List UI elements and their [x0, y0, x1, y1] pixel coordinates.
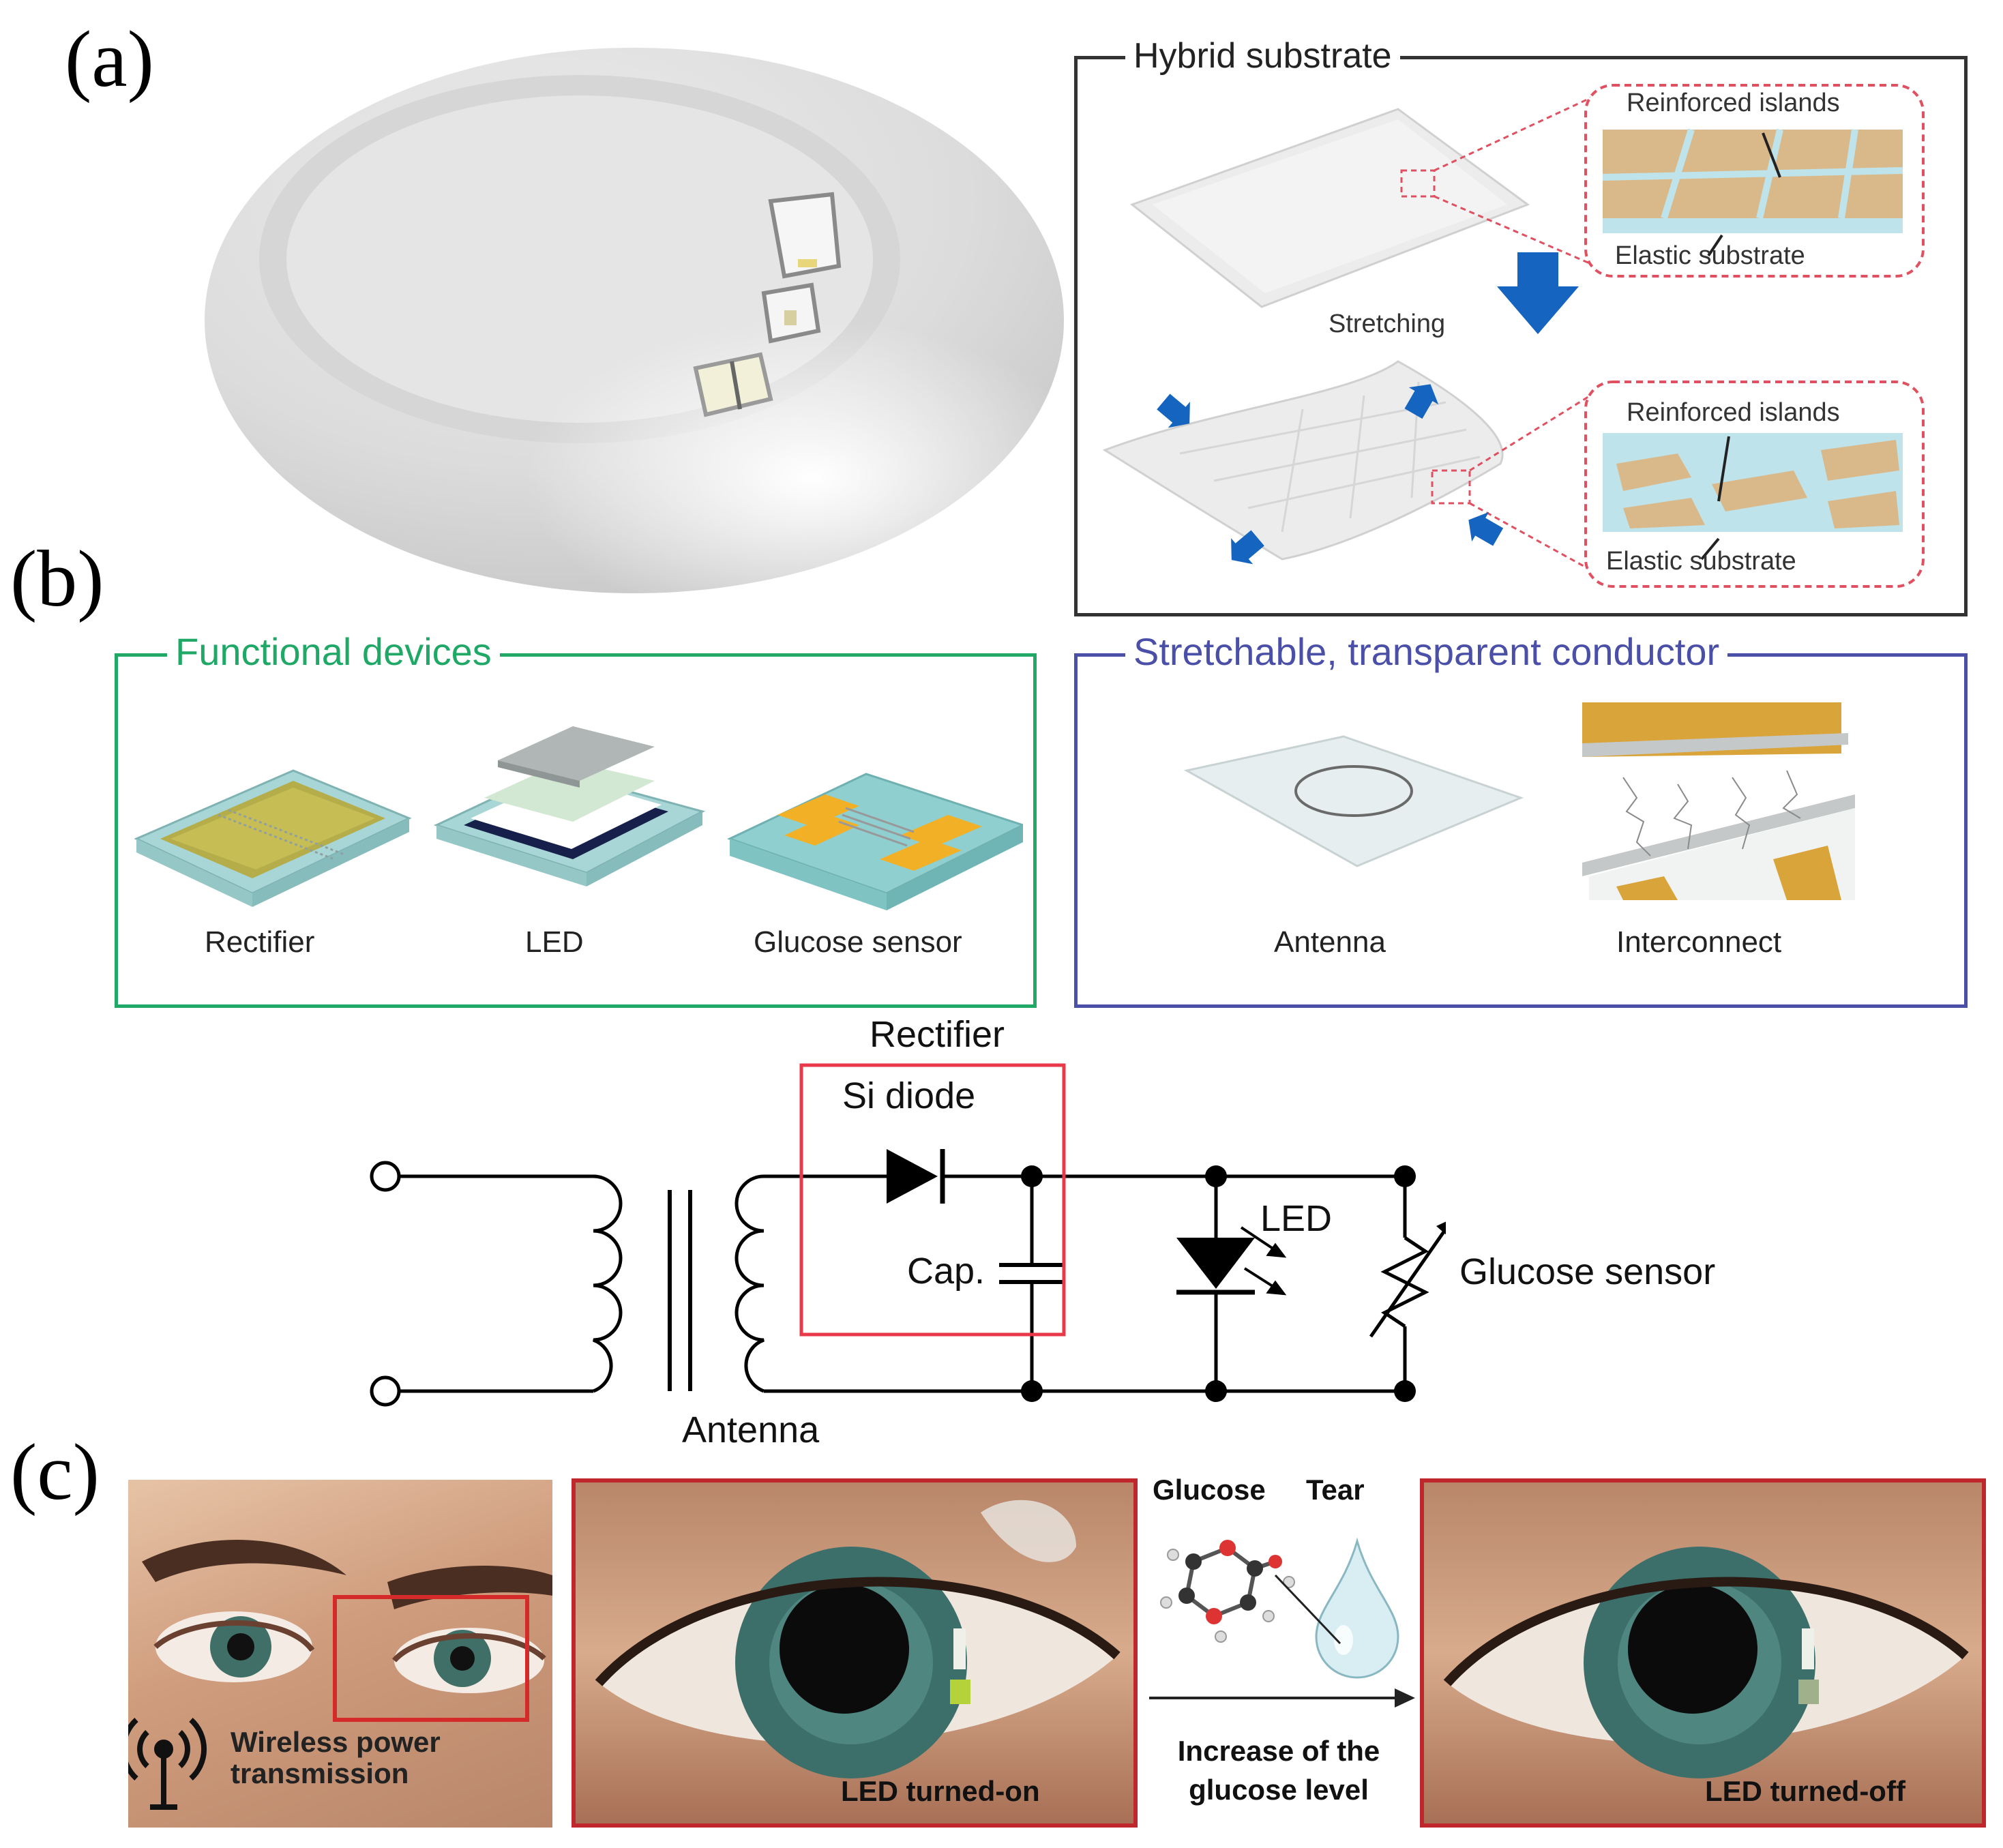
- tear-label: Tear: [1306, 1474, 1365, 1506]
- hybrid-stretching-label: Stretching: [1329, 310, 1446, 338]
- led-off-label: LED turned-off: [1705, 1775, 1905, 1807]
- primary-coil: [593, 1174, 623, 1393]
- led-device-icon: [433, 726, 706, 886]
- conductor-label-antenna: Antenna: [1274, 925, 1386, 959]
- variable-resistor-symbol: [1380, 1236, 1429, 1328]
- functional-label-glucose-sensor: Glucose sensor: [754, 925, 962, 959]
- functional-devices-illustration: [134, 726, 1023, 910]
- functional-devices-title: Functional devices: [167, 633, 500, 671]
- functional-devices-frame: [115, 653, 1037, 1008]
- increase-glucose-label: Increase of the glucose level: [1177, 1735, 1380, 1806]
- glucose-molecule-icon: [1160, 1540, 1295, 1643]
- rectifier-highlight-box: [799, 1063, 1066, 1337]
- hybrid-substrate-illustration: [1102, 84, 1925, 588]
- circuit-cap-label: Cap.: [907, 1251, 985, 1292]
- wireless-icon: [128, 1718, 207, 1810]
- eye-led-on-illustration: [572, 1478, 1138, 1828]
- functional-label-rectifier: Rectifier: [205, 925, 315, 959]
- conductor-title: Stretchable, transparent conductor: [1125, 633, 1728, 671]
- eye-led-off-illustration: [1420, 1478, 1986, 1828]
- circuit-diagram: [370, 1063, 1446, 1407]
- process-arrow: [1149, 1688, 1415, 1708]
- lens-chip-2: [761, 282, 821, 344]
- led-symbol: [1176, 1238, 1255, 1289]
- hybrid-bottom-islands-label: Reinforced islands: [1627, 398, 1840, 427]
- antenna-device-icon: [1183, 735, 1524, 867]
- circuit-rectifier-label: Rectifier: [870, 1014, 1005, 1055]
- rectifier-device-icon: [134, 769, 412, 907]
- functional-label-led: LED: [525, 925, 584, 959]
- circuit-diode-label: Si diode: [842, 1075, 976, 1116]
- led-on-glow: [950, 1680, 970, 1704]
- glucose-label: Glucose: [1153, 1474, 1266, 1506]
- tear-drop-icon: [1315, 1537, 1399, 1679]
- secondary-coil: [735, 1174, 765, 1393]
- face-illustration: [128, 1480, 552, 1828]
- panel-label-a: (a): [65, 14, 154, 104]
- interconnect-device-icon: [1582, 702, 1855, 900]
- contact-lens-illustration: [205, 48, 1098, 614]
- glucose-tear-illustration: [1160, 1537, 1399, 1679]
- circuit-led-label: LED: [1260, 1198, 1333, 1239]
- lens-chip-3: [693, 352, 773, 417]
- terminal-top: [370, 1161, 401, 1192]
- circuit-antenna-label: Antenna: [682, 1410, 820, 1450]
- hybrid-substrate-title: Hybrid substrate: [1125, 38, 1400, 74]
- led-on-label: LED turned-on: [841, 1775, 1040, 1807]
- terminal-bottom: [370, 1375, 401, 1407]
- hybrid-top-elastic-label: Elastic substrate: [1615, 241, 1805, 270]
- panel-label-b: (b): [10, 534, 104, 623]
- glucose-sensor-device-icon: [727, 773, 1023, 910]
- diode-symbol: [887, 1149, 938, 1204]
- wireless-label: Wireless power transmission: [231, 1726, 441, 1790]
- circuit-sensor-label: Glucose sensor: [1459, 1251, 1716, 1292]
- hybrid-top-islands-label: Reinforced islands: [1627, 89, 1840, 117]
- lens-chip-1: [768, 192, 842, 279]
- led-off-indicator: [1798, 1680, 1819, 1704]
- hybrid-substrate-frame: [1074, 56, 1968, 616]
- hybrid-bottom-elastic-label: Elastic substrate: [1606, 547, 1796, 576]
- eye-highlight-box: [333, 1595, 529, 1722]
- conductor-illustration: [1183, 702, 1855, 900]
- conductor-label-interconnect: Interconnect: [1616, 925, 1782, 959]
- panel-label-c: (c): [10, 1427, 100, 1517]
